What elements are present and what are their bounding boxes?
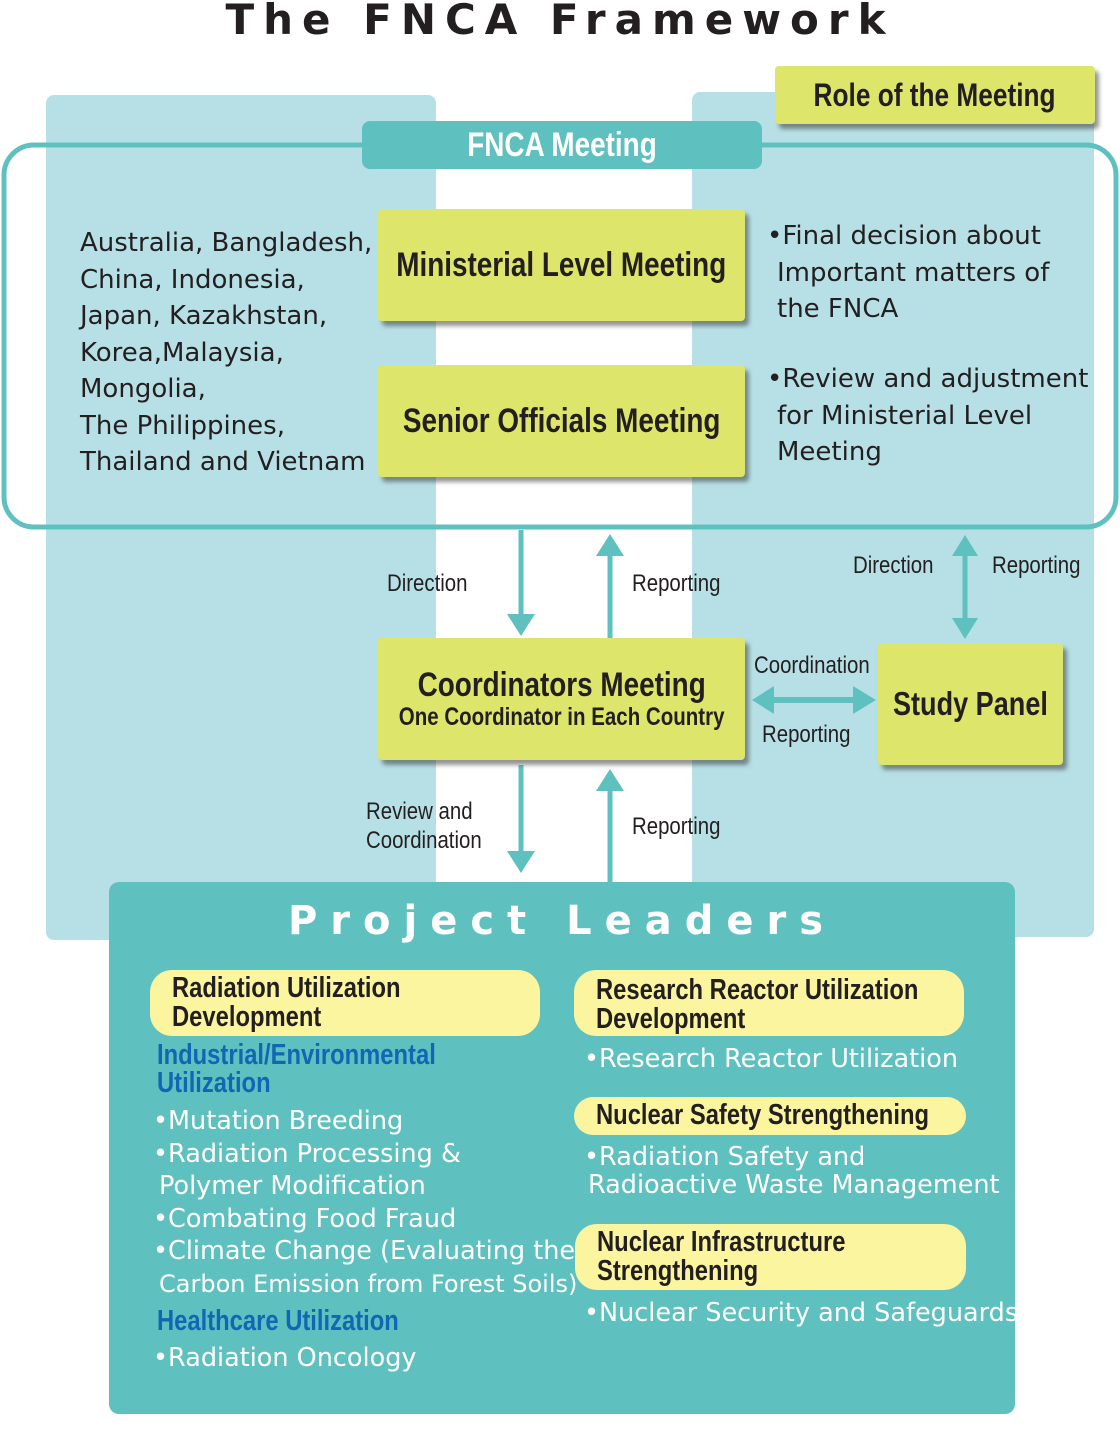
coordinators-meeting-box: Coordinators Meeting One Coordinator in …: [378, 638, 745, 760]
senior-role-text: •Review and adjustment for Ministerial L…: [767, 361, 1088, 471]
list-item: •Mutation Breeding: [153, 1106, 404, 1136]
radiation-utilization-heading: Radiation Utilization Development: [150, 970, 540, 1036]
project-reporting-label: Reporting: [632, 813, 721, 840]
senior-officials-label: Senior Officials Meeting: [402, 402, 721, 440]
role-line: •Review and adjustment: [767, 364, 1089, 394]
healthcare-utilization-heading: Healthcare Utilization: [157, 1305, 399, 1337]
country-line: The Philippines,: [80, 410, 285, 441]
study-panel-arrowhead-down: [952, 618, 978, 639]
list-item: •Research Reactor Utilization: [584, 1044, 958, 1074]
industrial-items-list: •Mutation Breeding •Radiation Processing…: [153, 1105, 577, 1300]
nuclear-safety-heading: Nuclear Safety Strengthening: [574, 1097, 966, 1135]
senior-officials-box: Senior Officials Meeting: [378, 365, 745, 477]
right-panel: [692, 92, 1094, 937]
country-line: Japan, Kazakhstan,: [80, 301, 328, 331]
role-line: for Ministerial Level: [777, 400, 1033, 431]
list-item: •Climate Change (Evaluating the: [153, 1236, 576, 1266]
radiation-heading-line1: Radiation Utilization: [172, 972, 401, 1004]
countries-list: Australia, Bangladesh, China, Indonesia,…: [80, 225, 372, 481]
review-arrowhead: [507, 851, 535, 873]
fnca-meeting-label: FNCA Meeting: [467, 126, 657, 164]
study-panel-label: Study Panel: [893, 685, 1048, 722]
nuclear-infrastructure-heading: Nuclear Infrastructure Strengthening: [575, 1224, 966, 1290]
industrial-environmental-heading-2: Utilization: [157, 1067, 271, 1099]
left-panel: [46, 95, 436, 940]
country-line: Australia, Bangladesh,: [80, 228, 373, 258]
reporting-label: Reporting: [632, 570, 721, 597]
list-item: Carbon Emission from Forest Soils): [159, 1269, 578, 1298]
radiation-heading-line2: Development: [172, 1001, 322, 1033]
role-of-meeting-box: Role of the Meeting: [775, 66, 1095, 124]
role-line: the FNCA: [777, 294, 899, 324]
list-item: •Nuclear Security and Safeguards: [584, 1298, 1019, 1328]
coordinators-meeting-subtitle: One Coordinator in Each Country: [398, 703, 725, 731]
coordination-reporting-label: Reporting: [762, 721, 851, 748]
role-of-meeting-label: Role of the Meeting: [813, 77, 1056, 113]
country-line: Mongolia,: [80, 374, 206, 404]
reactor-heading-line2: Development: [596, 1003, 746, 1035]
research-reactor-heading: Research Reactor Utilization Development: [574, 970, 964, 1036]
study-direction-label: Direction: [853, 552, 934, 579]
reporting-arrowhead-2: [596, 769, 624, 791]
list-item: •Combating Food Fraud: [153, 1203, 457, 1234]
industrial-environmental-heading-1: Industrial/Environmental: [157, 1039, 436, 1071]
safety-items-list: •Radiation Safety and Radioactive Waste …: [584, 1143, 1000, 1199]
list-item: •Radiation Safety and: [584, 1142, 866, 1172]
role-line: Meeting: [777, 437, 882, 467]
direction-arrowhead: [507, 614, 535, 636]
review-label-line2: Coordination: [366, 827, 482, 854]
ministerial-role-text: •Final decision about Important matters …: [767, 218, 1049, 328]
reporting-arrowhead: [596, 534, 624, 556]
ministerial-meeting-box: Ministerial Level Meeting: [378, 209, 745, 321]
study-panel-arrowhead-up: [952, 535, 978, 556]
study-panel-box: Study Panel: [878, 643, 1063, 765]
reactor-heading-line1: Research Reactor Utilization: [596, 974, 919, 1006]
project-leaders-title: Project Leaders: [287, 898, 837, 944]
coordination-arrowhead-left: [752, 686, 774, 714]
coordinators-meeting-title: Coordinators Meeting: [417, 666, 706, 704]
list-item: Radioactive Waste Management: [588, 1170, 1000, 1200]
diagram-title: The FNCA Framework: [225, 0, 895, 44]
list-item: •Radiation Processing &: [153, 1138, 461, 1169]
ministerial-meeting-label: Ministerial Level Meeting: [396, 246, 727, 284]
role-line: Important matters of: [777, 257, 1050, 288]
country-line: Thailand and Vietnam: [80, 447, 366, 477]
fnca-meeting-tab: FNCA Meeting: [362, 121, 762, 169]
direction-label: Direction: [387, 570, 468, 597]
safety-heading-label: Nuclear Safety Strengthening: [596, 1099, 929, 1131]
role-line: •Final decision about: [767, 221, 1041, 251]
coordination-label: Coordination: [754, 652, 870, 679]
infrastructure-heading-line1: Nuclear Infrastructure: [597, 1226, 846, 1258]
infrastructure-heading-line2: Strengthening: [597, 1255, 759, 1287]
review-label-line1: Review and: [366, 798, 473, 825]
country-line: China, Indonesia,: [80, 264, 305, 295]
list-item: •Radiation Oncology: [153, 1343, 417, 1373]
list-item: Polymer Modification: [159, 1171, 426, 1201]
coordination-arrowhead-right: [853, 686, 876, 714]
study-reporting-label: Reporting: [992, 552, 1081, 579]
country-line: Korea,Malaysia,: [80, 337, 284, 368]
